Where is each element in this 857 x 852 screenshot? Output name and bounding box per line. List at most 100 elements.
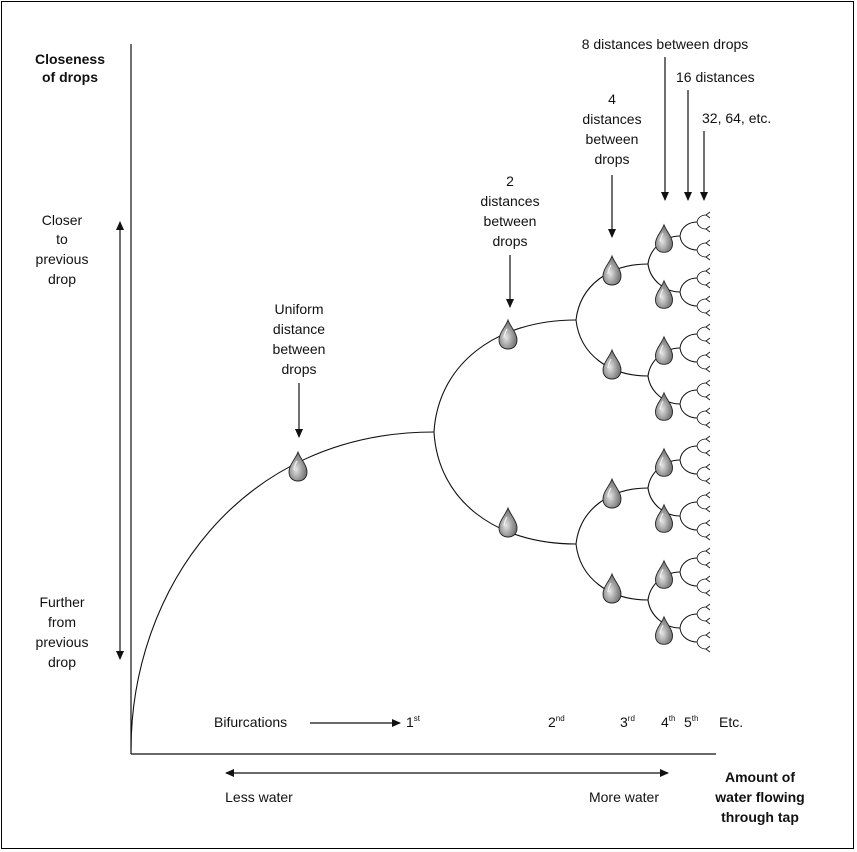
bifurcation-fine-branch bbox=[705, 617, 711, 622]
bifurcation-4-branch bbox=[679, 501, 698, 517]
bifurcation-fine-branch bbox=[705, 368, 711, 373]
bifurcation-4-branch bbox=[679, 277, 698, 293]
main-curve bbox=[130, 431, 435, 751]
further-label-line: from bbox=[48, 614, 76, 630]
bifurcation-fine-branch bbox=[705, 309, 711, 314]
water-drop-icon bbox=[655, 447, 673, 477]
water-drop-icon bbox=[655, 615, 673, 645]
bifurcation-5-branch bbox=[696, 382, 707, 391]
bifurcation-5-branch bbox=[696, 242, 707, 251]
bifurcation-5-branch bbox=[696, 249, 707, 258]
bifurcation-5th: 5th bbox=[684, 714, 698, 730]
bifurcation-fine-branch bbox=[705, 228, 711, 233]
bifurcation-5-branch bbox=[696, 389, 707, 398]
bifurcation-5-branch bbox=[696, 529, 707, 538]
bifurcation-fine-branch bbox=[705, 491, 711, 496]
bifurcation-fine-branch bbox=[705, 396, 711, 401]
bifurcation-fine-branch bbox=[705, 393, 711, 398]
bifurcation-fine-branch bbox=[705, 281, 711, 286]
y-axis-title-line1: Closeness bbox=[35, 51, 105, 67]
bifurcation-fine-branch bbox=[705, 494, 711, 499]
uniform-annotation-line: distance bbox=[273, 321, 325, 337]
bifurcation-fine-branch bbox=[705, 592, 711, 597]
bifurcation-5-branches bbox=[696, 211, 711, 653]
bifurcation-fine-branch bbox=[705, 323, 711, 328]
bifurcation-4th: 4th bbox=[661, 714, 675, 730]
bifurcation-fine-branch bbox=[705, 480, 711, 485]
bifurcation-fine-branch bbox=[705, 421, 711, 426]
bifurcation-4-branch bbox=[679, 557, 698, 573]
water-drop-icon bbox=[655, 223, 673, 253]
bifurcation-fine-branch bbox=[705, 606, 711, 611]
bifurcation-4-branch bbox=[679, 291, 698, 307]
bifurcation-5-branch bbox=[696, 578, 707, 587]
eight-distances-label: 8 distances between drops bbox=[582, 36, 749, 52]
further-label-line: Further bbox=[39, 594, 84, 610]
bifurcation-5-branch bbox=[696, 466, 707, 475]
bifurcation-etc: Etc. bbox=[719, 714, 743, 730]
bifurcation-fine-branch bbox=[705, 295, 711, 300]
uniform-annotation-line: drops bbox=[281, 361, 316, 377]
bifurcation-4-branch bbox=[679, 347, 698, 363]
water-drop-icon bbox=[288, 450, 308, 482]
bifurcation-fine-branch bbox=[705, 225, 711, 230]
bifurcation-fine-branch bbox=[705, 351, 711, 356]
bifurcation-fine-branch bbox=[705, 508, 711, 513]
bifurcation-fine-branch bbox=[705, 298, 711, 303]
bifurcation-fine-branch bbox=[705, 452, 711, 457]
two-distances-line: between bbox=[484, 213, 537, 229]
bifurcation-fine-branch bbox=[705, 449, 711, 454]
bifurcations-label: Bifurcations bbox=[214, 714, 287, 730]
bifurcation-fine-branch bbox=[705, 410, 711, 415]
bifurcation-5-branch bbox=[696, 606, 707, 615]
bifurcation-4-branch bbox=[679, 613, 698, 629]
bifurcation-2-branch bbox=[575, 319, 649, 377]
bifurcation-5-branch bbox=[696, 354, 707, 363]
bifurcation-fine-branch bbox=[705, 312, 711, 317]
water-drop-icon bbox=[655, 559, 673, 589]
two-distances-line: 2 bbox=[506, 173, 514, 189]
bifurcation-5-branch bbox=[696, 214, 707, 223]
bifurcation-fine-branch bbox=[705, 253, 711, 258]
water-drop-icon bbox=[498, 318, 518, 350]
bifurcation-2-branch bbox=[575, 263, 649, 321]
bifurcation-2-branch bbox=[575, 487, 649, 545]
bifurcation-fine-branch bbox=[705, 620, 711, 625]
bifurcation-fine-branch bbox=[705, 354, 711, 359]
water-drop-icon bbox=[498, 506, 518, 538]
x-axis-title-line3: through tap bbox=[721, 809, 799, 825]
bifurcation-fine-branch bbox=[705, 340, 711, 345]
bifurcation-fine-branch bbox=[705, 550, 711, 555]
bifurcation-4-branch bbox=[679, 221, 698, 237]
water-drop-icon bbox=[655, 335, 673, 365]
water-drop-icon bbox=[655, 503, 673, 533]
four-distances-line: between bbox=[586, 131, 639, 147]
bifurcation-5-branch bbox=[696, 550, 707, 559]
water-drop-icon bbox=[655, 279, 673, 309]
water-drop-icon bbox=[655, 391, 673, 421]
less-water-label: Less water bbox=[225, 789, 293, 805]
drops-group bbox=[288, 223, 673, 645]
water-drop-icon bbox=[602, 477, 622, 509]
bifurcation-fine-branch bbox=[705, 267, 711, 272]
two-distances-line: distances bbox=[480, 193, 539, 209]
bifurcation-3-branch bbox=[647, 263, 681, 293]
bifurcation-fine-branch bbox=[705, 645, 711, 650]
bifurcation-5-branch bbox=[696, 361, 707, 370]
bifurcation-5-branch bbox=[696, 298, 707, 307]
bifurcation-fine-branch bbox=[705, 382, 711, 387]
bifurcation-fine-branch bbox=[705, 536, 711, 541]
bifurcation-fine-branch bbox=[705, 477, 711, 482]
two-distances-line: drops bbox=[492, 233, 527, 249]
four-distances-line: drops bbox=[594, 151, 629, 167]
bifurcation-fine-branch bbox=[705, 648, 711, 653]
bifurcation-fine-branch bbox=[705, 424, 711, 429]
bifurcation-1-lower bbox=[433, 431, 577, 545]
bifurcation-5-branch bbox=[696, 613, 707, 622]
bifurcation-fine-branch bbox=[705, 519, 711, 524]
bifurcation-5-branch bbox=[696, 270, 707, 279]
bifurcation-fine-branch bbox=[705, 547, 711, 552]
bifurcation-fine-branch bbox=[705, 365, 711, 370]
x-axis-title-line2: water flowing bbox=[714, 789, 804, 805]
